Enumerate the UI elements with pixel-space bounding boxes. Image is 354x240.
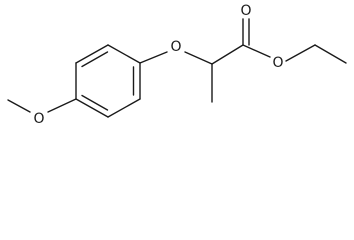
ethyl-terminal-bond <box>314 44 347 64</box>
alpha-carbonyl-bond <box>211 44 244 65</box>
ring-bond <box>107 98 141 118</box>
ring-bond <box>75 98 109 118</box>
methoxy-oxygen-label: O <box>33 111 44 127</box>
ether-oxygen-label: O <box>170 39 181 55</box>
aryl-ether-bond <box>139 51 168 64</box>
carbonyl-ester-bond <box>242 44 271 58</box>
aryl-methoxy-bond <box>47 98 77 113</box>
chemical-structure: O O O O <box>7 3 347 127</box>
benzene-ring <box>75 44 141 118</box>
ring-bond <box>107 44 141 64</box>
methoxy-methyl-bond <box>7 99 31 113</box>
ester-ethyl-bond <box>285 44 316 62</box>
carbonyl-oxygen-label: O <box>240 3 251 19</box>
ether-alkyl-bond <box>184 51 213 65</box>
ester-oxygen-label: O <box>272 55 283 71</box>
ring-inner-double-bond <box>81 51 109 68</box>
ring-bond <box>75 44 109 64</box>
ring-inner-double-bond <box>81 94 109 111</box>
